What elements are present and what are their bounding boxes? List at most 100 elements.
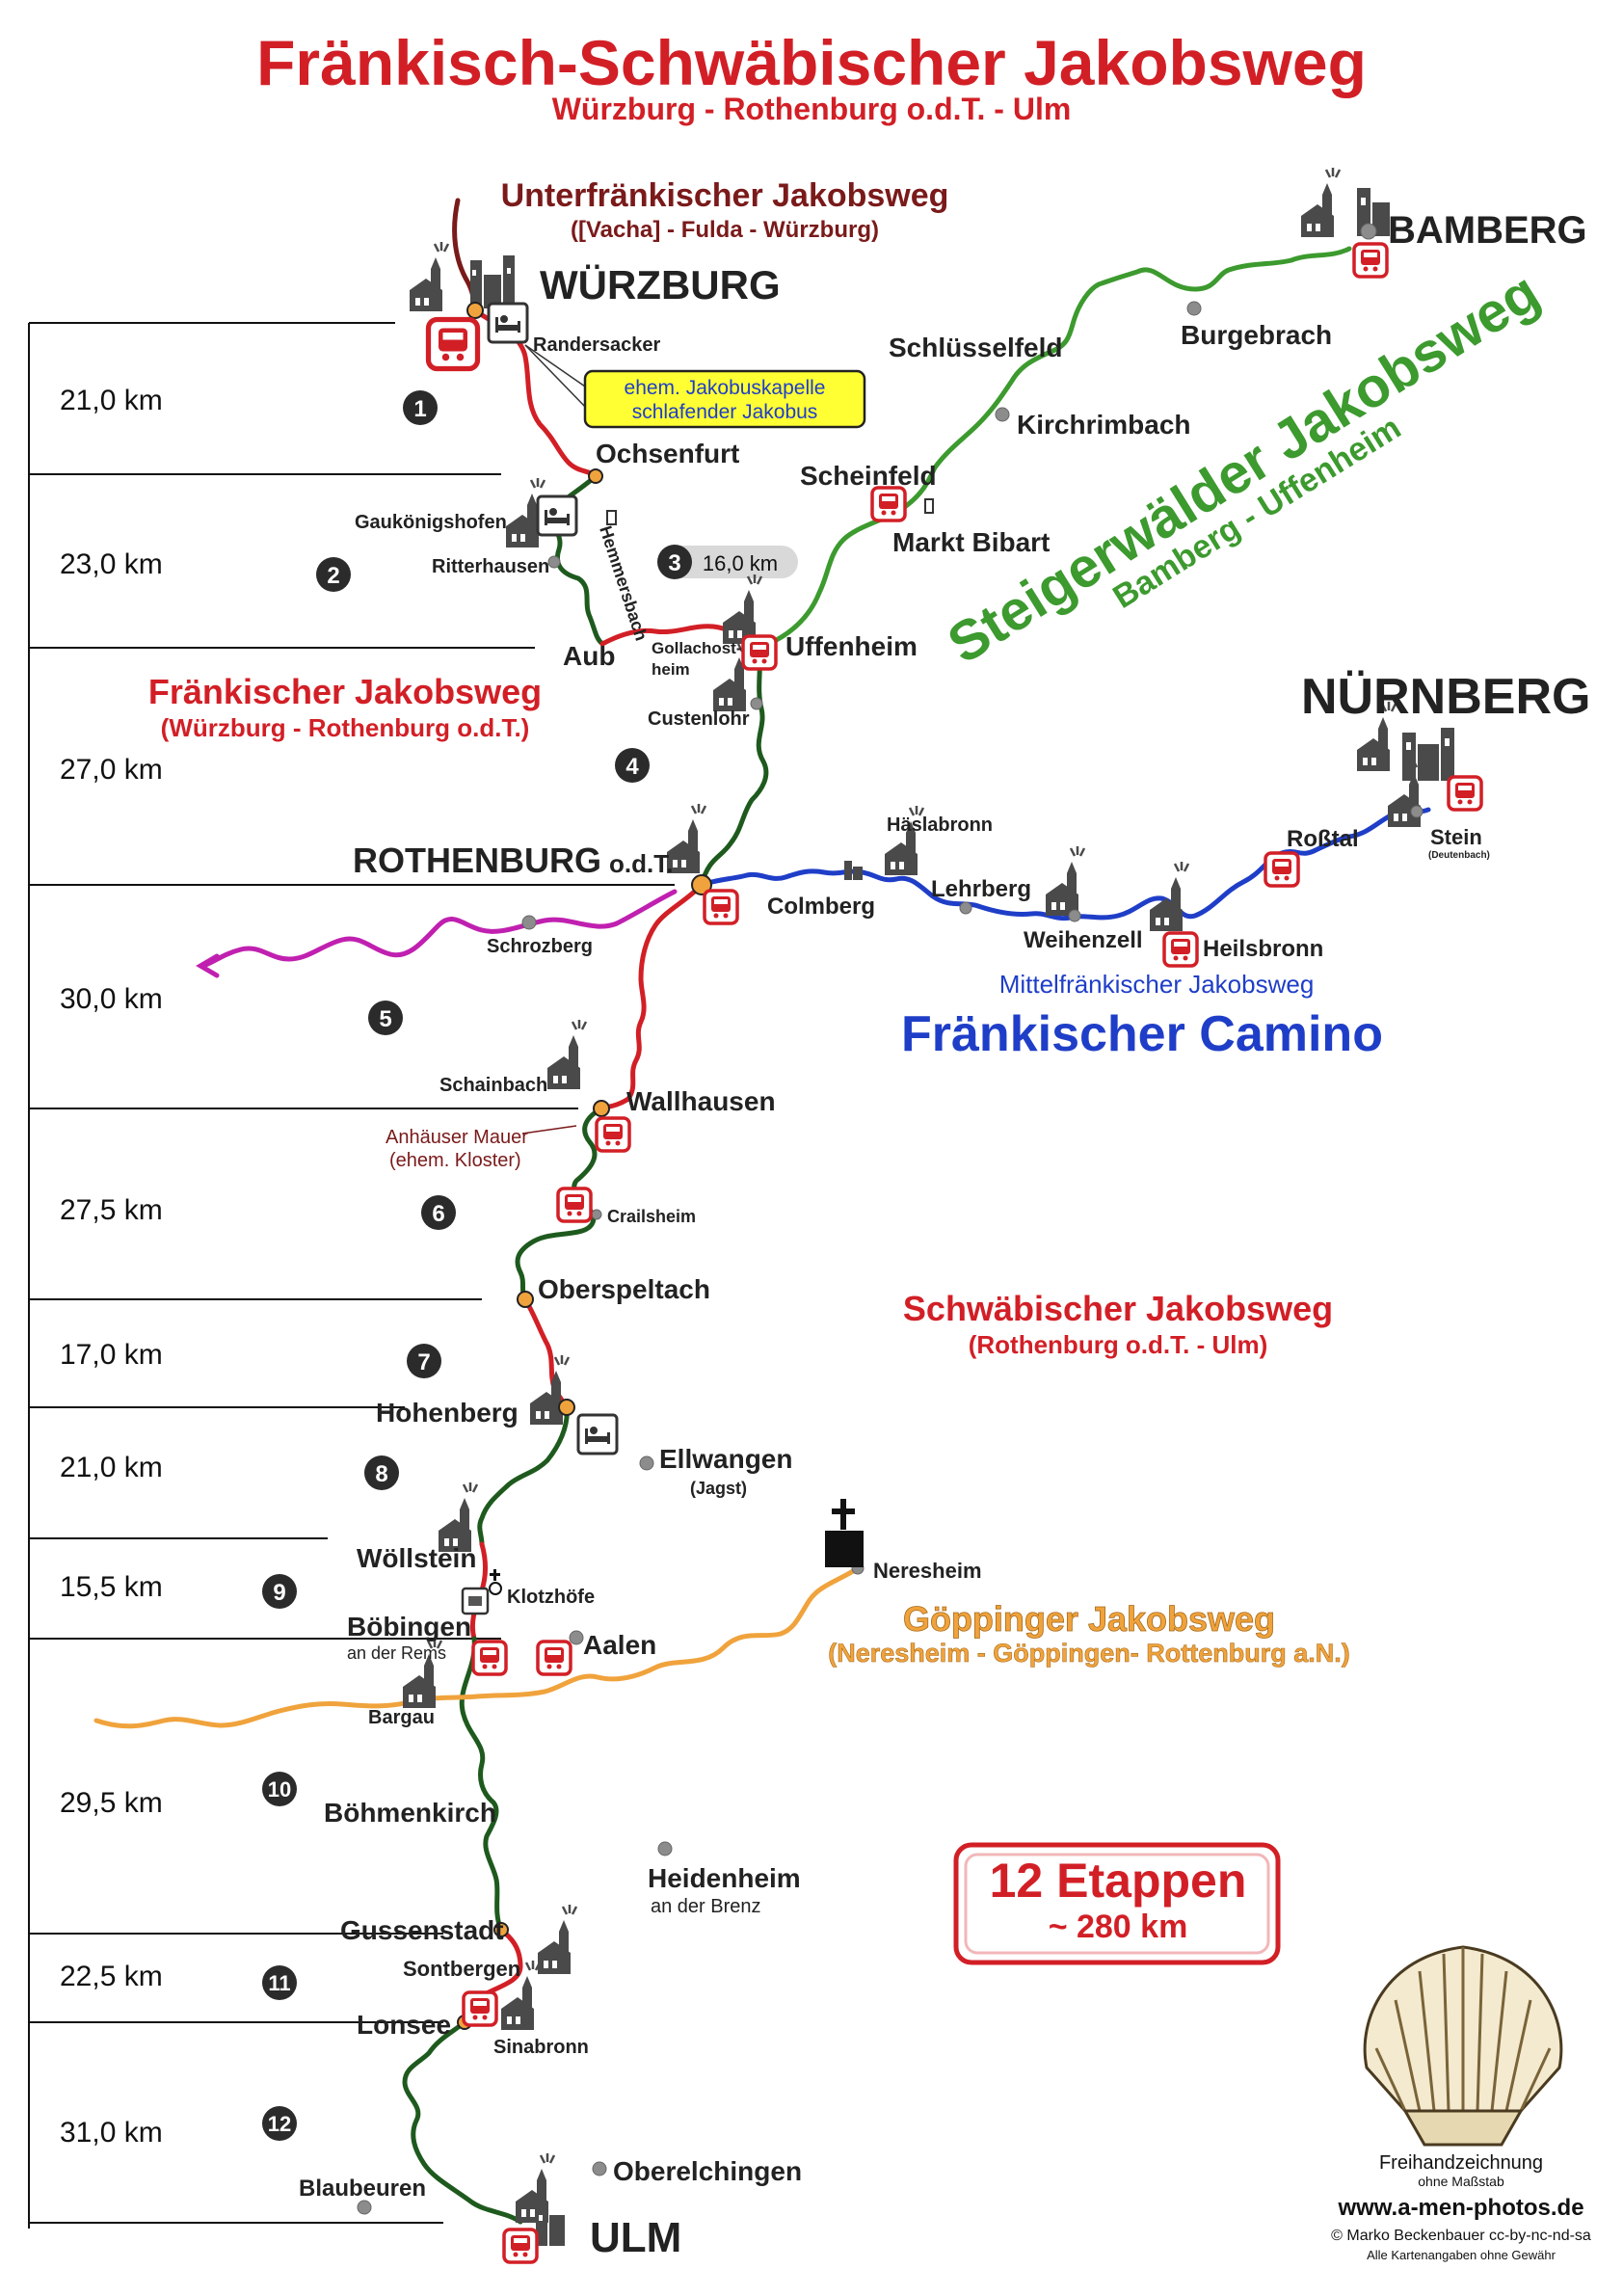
label-burgebrach: Burgebrach [1181,320,1332,350]
stage-distance: 21,0 km [60,385,163,416]
label-aub: Aub [563,641,615,671]
stage-distance: 17,0 km [60,1339,163,1371]
label-wallhausen: Wallhausen [626,1086,776,1116]
scallop-shell-icon [1363,1945,1563,2147]
label-neresheim: Neresheim [873,1559,982,1583]
stage-table [28,322,675,2229]
svg-text:2: 2 [327,563,339,589]
label-hohenberg: Hohenberg [376,1398,519,1428]
jakobuskapelle-callout: ehem. Jakobuskapelle schlafender Jakobus [524,344,866,429]
castle-icon [844,861,863,880]
train-icon [1352,242,1389,279]
stage-distance: 31,0 km [60,2117,163,2149]
label-ritterhausen: Ritterhausen [432,556,549,577]
label-ulm: ULM [590,2214,681,2261]
map-subtitle: Würzburg - Rothenburg o.d.T. - Ulm [552,92,1072,126]
train-icon [1264,851,1300,888]
stage-distance: 29,5 km [60,1787,163,1819]
lodging-icons [461,302,934,1615]
route-goeppingen [93,1565,861,1729]
label-klotzhoefe: Klotzhöfe [507,1587,595,1608]
train-icon [556,1187,593,1223]
label-woellstein: Wöllstein [357,1543,476,1573]
stage-badge: 9 [262,1574,297,1609]
train-icon [471,1640,508,1676]
church-icon [1044,844,1086,918]
church-icon [408,240,450,313]
label-boebingen-sub: an der Rems [347,1643,446,1663]
svg-text:12: 12 [268,2112,291,2136]
route-stage-5 [599,882,705,1111]
label-ellwangen-sub: (Jagst) [690,1479,747,1498]
label-bargau: Bargau [368,1707,435,1728]
route-stage-6 [515,1106,604,1302]
svg-text:10: 10 [268,1777,291,1802]
castle-icons [470,188,1454,2246]
label-haeslabronn: Häslabronn [887,814,993,836]
stage-badge: 5 [368,1001,403,1035]
train-icon [536,1640,572,1676]
label-crailsheim: Crailsheim [607,1207,696,1226]
label-wuerzburg: WÜRZBURG [540,262,781,307]
label-nuernberg: NÜRNBERG [1301,669,1590,725]
label-uffenheim: Uffenheim [785,631,918,661]
train-icon [703,889,739,925]
train-icon [1162,931,1199,968]
summary-box: 12 Etappen ~ 280 km [953,1842,1281,1965]
route-stage-10 [459,1636,504,1933]
schwaebisch-title: Schwäbischer Jakobsweg [903,1289,1333,1328]
train-icon [1447,775,1483,812]
stage-badge: 12 [262,2106,297,2141]
bed-icon [576,1413,619,1455]
svg-text:schlafender Jakobus: schlafender Jakobus [632,401,818,423]
label-markt-bibart: Markt Bibart [892,527,1050,557]
abbey-cross-icon [825,1499,864,1567]
stage-distances: 21,0 km 23,0 km 27,0 km 30,0 km 27,5 km … [60,385,163,2149]
label-heidenheim: Heidenheim [648,1863,801,1893]
route-stage-12 [402,2019,523,2225]
stage-distance: 23,0 km [60,548,163,580]
train-icon [741,634,778,671]
stage-distance: 15,5 km [60,1571,163,1603]
credits-line2: ohne Maßstab [1418,2174,1504,2189]
train-icon [595,1116,631,1153]
stage-badge: 8 [364,1455,399,1490]
route-stage-8 [477,1404,570,1547]
label-sinabronn: Sinabronn [493,2037,589,2058]
arrow-west-icon [196,953,220,978]
stage-badge: 7 [407,1344,441,1378]
svg-text:6: 6 [432,1201,444,1227]
stage-badge: 4 [615,748,650,783]
chapel-icon [924,498,934,514]
label-schluesselfeld: Schlüsselfeld [889,333,1063,362]
label-custenlohr: Custenlohr [648,708,750,730]
label-boebingen: Böbingen [347,1612,471,1642]
place-labels: WÜRZBURG BAMBERG NÜRNBERG Randersacker O… [299,209,1590,2261]
label-heilsbronn: Heilsbronn [1203,936,1323,962]
goeppingen-title: Göppinger Jakobsweg [903,1599,1275,1639]
label-schrozberg: Schrozberg [487,936,593,957]
stage-badge: 11 [262,1965,297,2000]
label-kirchrimbach: Kirchrimbach [1017,410,1191,440]
label-schainbach: Schainbach [439,1075,547,1096]
train-icon [870,486,907,522]
stage-distance: 21,0 km [60,1452,163,1483]
svg-text:7: 7 [417,1349,430,1375]
svg-text:ehem. Jakobuskapelle: ehem. Jakobuskapelle [625,377,826,399]
route-steigerwald [757,246,1352,651]
train-icon [502,2228,539,2264]
label-stein: Stein [1430,825,1482,849]
label-rosstal: Roßtal [1287,826,1359,852]
svg-text:9: 9 [273,1580,285,1606]
credits-disclaimer: Alle Kartenangaben ohne Gewähr [1367,2248,1556,2262]
summary-distance: ~ 280 km [1049,1909,1188,1945]
label-scheinfeld: Scheinfeld [800,461,937,491]
summary-stages: 12 Etappen [990,1854,1247,1908]
label-anhaeuser: Anhäuser Mauer [386,1127,528,1148]
label-gollachostheim: Gollachost- [652,639,742,657]
church-icon [536,1903,578,1976]
klotzhoefe-cross-icon [489,1569,502,1595]
label-blaubeuren: Blaubeuren [299,2176,426,2202]
